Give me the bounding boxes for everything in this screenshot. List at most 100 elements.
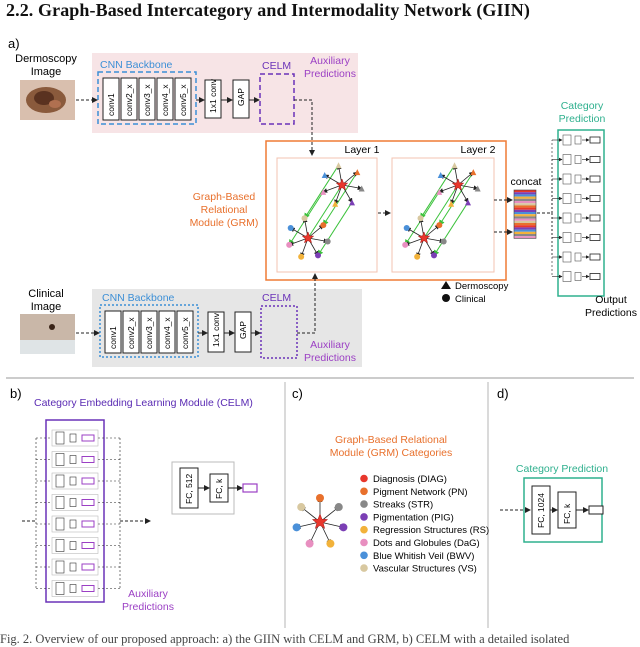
category-legend-dot-3	[360, 500, 368, 508]
clinical-conv-box-4	[158, 310, 176, 354]
layer2-dermoscopy-diag-star	[451, 178, 465, 191]
output-predictions-label-1: Output	[595, 294, 627, 306]
dermoscopy-gap-box	[232, 79, 250, 119]
dermoscopy-conv1x1-box	[204, 79, 222, 119]
clinical-legend-dot	[442, 294, 450, 302]
layer1-dermoscopy-node-2	[358, 185, 365, 192]
layer2-clinical-node-5	[402, 241, 409, 248]
clinical-image-label-1: Clinical	[28, 288, 63, 300]
layer1-dermoscopy-node-5	[320, 188, 327, 195]
legend-clinical: Clinical	[455, 294, 486, 305]
diag-star-node	[311, 513, 329, 530]
dermoscopy-image-label-2: Image	[31, 66, 62, 78]
category-legend-dot-8	[360, 564, 368, 572]
output-prediction-3	[589, 175, 601, 183]
category-legend-label-6: Dots and Globules (DaG)	[373, 538, 480, 549]
fc1024-label: FC, 1024	[536, 493, 546, 528]
category-node-7	[297, 503, 306, 512]
clinical-conv-box-1	[104, 310, 122, 354]
dermoscopy-conv-box-3	[138, 77, 156, 121]
layer1-dermoscopy-node-4	[332, 200, 339, 207]
celm-aux-output-6	[81, 542, 95, 549]
category-legend-label-2: Pigment Network (PN)	[373, 487, 468, 498]
category-legend-dot-5	[360, 525, 368, 534]
category-node-1	[316, 494, 324, 502]
layer2-label: Layer 2	[460, 144, 495, 156]
output-prediction-6	[589, 234, 601, 241]
layer1-clinical-node-3	[315, 252, 321, 259]
dermoscopy-gap-label: GAP	[236, 88, 246, 106]
category-prediction-box	[557, 129, 605, 297]
layer1-dermoscopy-node-6	[321, 172, 328, 178]
category-prediction-label-1: Category	[561, 100, 604, 112]
grm-label-1: Graph-Based	[193, 191, 256, 203]
category-legend-label-4: Pigmentation (PIG)	[373, 512, 454, 523]
category-legend-dot-7	[360, 551, 368, 560]
category-legend-label-3: Streaks (STR)	[373, 500, 433, 511]
panel-b-title: Category Embedding Learning Module (CELM…	[34, 397, 253, 409]
celm-aux-output-3	[81, 477, 95, 485]
output-prediction-2	[589, 156, 601, 163]
layer2-dermoscopy-node-5	[436, 188, 443, 195]
clinical-conv-label-3: conv3_x	[144, 317, 154, 349]
layer1-dermoscopy-node-1	[354, 169, 361, 176]
layer2-clinical-node-7	[417, 215, 424, 222]
dermoscopy-conv-box-1	[102, 77, 120, 121]
category-prediction-label-2: Prediction	[559, 113, 606, 125]
layer1-dermoscopy-diag-star	[335, 178, 349, 191]
category-legend-dot-2	[360, 487, 368, 496]
clinical-cnn-backbone-label: CNN Backbone	[102, 292, 175, 304]
layer2-dermoscopy-node-3	[465, 199, 471, 206]
layer1-clinical-node-4	[298, 253, 305, 260]
fck-label-b: FC, k	[214, 478, 224, 499]
category-node-3	[339, 523, 348, 532]
figure-caption: Fig. 2. Overview of our proposed approac…	[0, 632, 570, 646]
category-legend-label-5: Regression Structures (RS)	[373, 525, 489, 536]
output-prediction-1	[589, 136, 601, 144]
fc512-label: FC, 512	[184, 473, 194, 504]
category-node-2	[334, 503, 343, 512]
layer2-clinical-node-6	[403, 225, 410, 231]
fck-label-d: FC, k	[562, 503, 572, 524]
layer1-clinical-node-1	[320, 222, 327, 229]
category-node-4	[326, 539, 335, 548]
clinical-conv-box-2	[122, 310, 140, 354]
category-legend-dot-1	[360, 474, 368, 483]
panel-b-label: b)	[10, 386, 22, 401]
category-node-6	[292, 523, 301, 532]
dermoscopy-conv-label-3: conv3_x	[142, 84, 152, 116]
clinical-gap-box	[234, 311, 252, 353]
dermoscopy-conv-label-4: conv4_x	[160, 84, 170, 116]
category-legend-label-8: Vascular Structures (VS)	[373, 564, 477, 575]
dermoscopy-image-label-1: Dermoscopy	[15, 53, 77, 65]
dermoscopy-conv-label-2: conv2_x	[124, 84, 134, 116]
clinical-conv-label-2: conv2_x	[126, 317, 136, 349]
grm-box	[265, 140, 507, 281]
clinical-aux-pred-1: Auxiliary	[310, 339, 350, 351]
layer2-dermoscopy-node-4	[448, 200, 455, 207]
celm-aux-output-1	[81, 434, 95, 442]
dermoscopy-aux-pred-2: Predictions	[304, 68, 356, 80]
aux-prediction-output-b	[242, 483, 258, 493]
layer2-dermoscopy-node-1	[470, 169, 477, 176]
layer2-clinical-node-4	[414, 253, 421, 260]
dermoscopy-legend-triangle	[441, 281, 451, 289]
legend-dermoscopy: Dermoscopy	[455, 281, 509, 292]
layer1-box	[276, 157, 378, 273]
panel-c-title-1: Graph-Based Relational	[335, 434, 447, 446]
dermoscopy-conv1x1-label: 1x1 conv	[208, 78, 218, 113]
clinical-conv-box-5	[176, 310, 194, 354]
clinical-conv-label-1: conv1	[108, 326, 118, 349]
panel-a-label: a)	[8, 36, 20, 51]
concat-feature-bar	[513, 189, 537, 239]
panel-b-aux-pred-1: Auxiliary	[128, 588, 168, 600]
layer1-dermoscopy-node-3	[349, 199, 355, 206]
layer2-clinical-node-2	[440, 238, 447, 245]
dermoscopy-conv-label-5: conv5_x	[178, 84, 188, 116]
layer2-dermoscopy-node-7	[451, 162, 458, 169]
output-prediction-d	[588, 505, 604, 515]
category-legend-dot-4	[360, 513, 368, 521]
clinical-celm-label: CELM	[262, 292, 291, 304]
celm-aux-output-4	[81, 499, 95, 506]
